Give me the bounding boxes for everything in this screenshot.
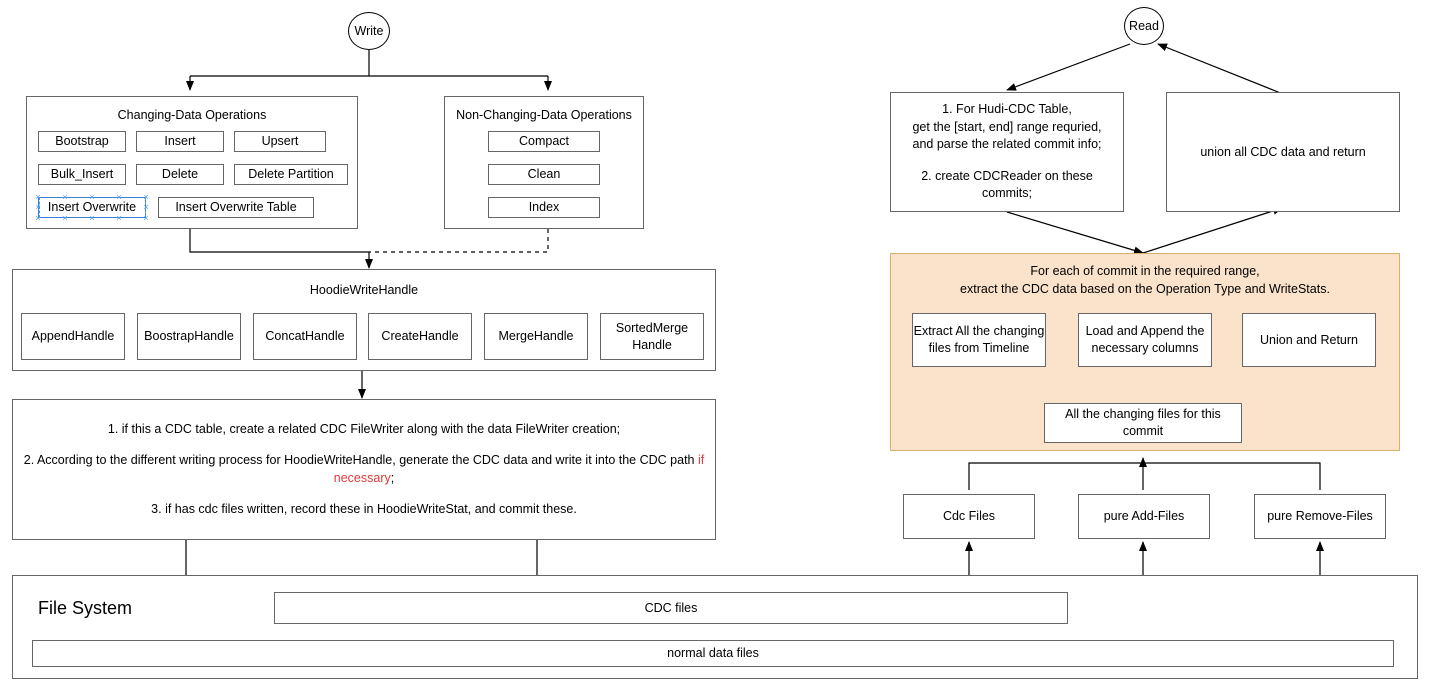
handle-merge-label: MergeHandle: [498, 329, 574, 344]
read-start-label: Read: [1129, 19, 1159, 33]
handle-concat-label: ConcatHandle: [265, 329, 345, 344]
read-load-append-box-label: Load and Append the necessary columns: [1085, 324, 1205, 355]
op-delete-partition-label: Delete Partition: [248, 167, 334, 182]
write-step-1: 1. if this a CDC table, create a related…: [107, 421, 621, 436]
source-cdc-files-label: Cdc Files: [942, 509, 996, 524]
op-bootstrap-label: Bootstrap: [55, 134, 109, 149]
read-start-node[interactable]: Read: [1124, 7, 1164, 45]
read-prepare-l1: 1. For Hudi-CDC Table,: [942, 102, 1072, 117]
op-bootstrap[interactable]: Bootstrap: [38, 131, 126, 152]
source-pure-remove-files[interactable]: pure Remove-Files: [1254, 494, 1386, 539]
write-step-2: 2. According to the different writing pr…: [23, 452, 705, 487]
op-clean[interactable]: Clean: [488, 164, 600, 185]
read-prepare-l2: get the [start, end] range requried,: [912, 119, 1102, 134]
source-pure-add-files-label: pure Add-Files: [1103, 509, 1185, 524]
read-prepare-l3: and parse the related commit info;: [912, 137, 1102, 152]
handle-append-label: AppendHandle: [31, 329, 115, 344]
normal-data-files-store-label: normal data files: [667, 646, 759, 661]
read-extract-box[interactable]: Extract All the changing files from Time…: [912, 313, 1046, 367]
read-union-return-box[interactable]: Union and Return: [1242, 313, 1376, 367]
read-union-return-box-label: Union and Return: [1260, 332, 1358, 347]
normal-data-files-store[interactable]: normal data files: [32, 640, 1394, 667]
read-changing-files-box[interactable]: All the changing files for this commit: [1044, 403, 1242, 443]
read-load-append-box[interactable]: Load and Append the necessary columns: [1078, 313, 1212, 367]
handle-append[interactable]: AppendHandle: [21, 313, 125, 360]
op-insert-overwrite-table[interactable]: Insert Overwrite Table: [158, 197, 314, 218]
source-cdc-files[interactable]: Cdc Files: [903, 494, 1035, 539]
non-changing-data-operations-title: Non-Changing-Data Operations: [456, 108, 632, 122]
read-union-box[interactable]: union all CDC data and return: [1166, 92, 1400, 212]
handle-create-label: CreateHandle: [381, 329, 459, 344]
write-start-label: Write: [354, 24, 384, 38]
handle-boostrap[interactable]: BoostrapHandle: [137, 313, 241, 360]
op-delete-partition[interactable]: Delete Partition: [234, 164, 348, 185]
read-loop-title-l1: For each of commit in the required range…: [1030, 264, 1260, 278]
read-prepare-l4: 2. create CDCReader on these: [921, 168, 1093, 183]
write-step-2-emphasis: if necessary: [333, 453, 705, 485]
handle-concat[interactable]: ConcatHandle: [253, 313, 357, 360]
op-insert-overwrite-table-label: Insert Overwrite Table: [175, 200, 297, 215]
hoodie-write-handle-title: HoodieWriteHandle: [309, 283, 419, 297]
op-upsert-label: Upsert: [261, 134, 299, 149]
op-compact-label: Compact: [518, 134, 570, 149]
file-system-label: File System: [38, 598, 133, 618]
read-prepare-l5: commits;: [982, 186, 1032, 201]
handle-sorted-merge-label: SortedMerge Handle: [615, 320, 689, 352]
read-loop-title-l2: extract the CDC data based on the Operat…: [960, 281, 1330, 296]
read-prepare-box[interactable]: 1. For Hudi-CDC Table, get the [start, e…: [890, 92, 1124, 212]
write-steps-box[interactable]: 1. if this a CDC table, create a related…: [12, 399, 716, 540]
read-union-box-label: union all CDC data and return: [1200, 144, 1366, 159]
op-insert-overwrite[interactable]: Insert Overwrite: [38, 197, 146, 218]
handle-merge[interactable]: MergeHandle: [484, 313, 588, 360]
op-bulk-insert-label: Bulk_Insert: [50, 167, 114, 182]
read-changing-files-box-label: All the changing files for this commit: [1065, 407, 1221, 438]
op-clean-label: Clean: [527, 167, 561, 182]
cdc-files-store-label: CDC files: [644, 600, 698, 615]
op-compact[interactable]: Compact: [488, 131, 600, 152]
write-step-3: 3. if has cdc files written, record thes…: [151, 502, 577, 516]
op-upsert[interactable]: Upsert: [234, 131, 326, 152]
op-bulk-insert[interactable]: Bulk_Insert: [38, 164, 126, 185]
handle-create[interactable]: CreateHandle: [368, 313, 472, 360]
read-loop-panel-title: For each of commit in the required range…: [891, 263, 1399, 298]
source-pure-add-files[interactable]: pure Add-Files: [1078, 494, 1210, 539]
write-step-2-pre: 2. According to the different writing pr…: [23, 453, 698, 467]
op-insert-overwrite-label: Insert Overwrite: [47, 200, 137, 215]
cdc-files-store[interactable]: CDC files: [274, 592, 1068, 624]
op-insert-label: Insert: [164, 134, 196, 149]
source-pure-remove-files-label: pure Remove-Files: [1267, 509, 1373, 524]
read-extract-box-label: Extract All the changing files from Time…: [913, 324, 1045, 355]
op-delete-label: Delete: [161, 167, 199, 182]
write-start-node[interactable]: Write: [348, 12, 390, 50]
op-index[interactable]: Index: [488, 197, 600, 218]
op-index-label: Index: [528, 200, 560, 215]
write-step-2-post: ;: [390, 470, 395, 485]
handle-sorted-merge[interactable]: SortedMerge Handle: [600, 313, 704, 360]
op-insert[interactable]: Insert: [136, 131, 224, 152]
hoodie-write-handle-group[interactable]: HoodieWriteHandle: [12, 269, 716, 371]
changing-data-operations-title: Changing-Data Operations: [117, 108, 267, 122]
handle-boostrap-label: BoostrapHandle: [144, 329, 234, 344]
op-delete[interactable]: Delete: [136, 164, 224, 185]
